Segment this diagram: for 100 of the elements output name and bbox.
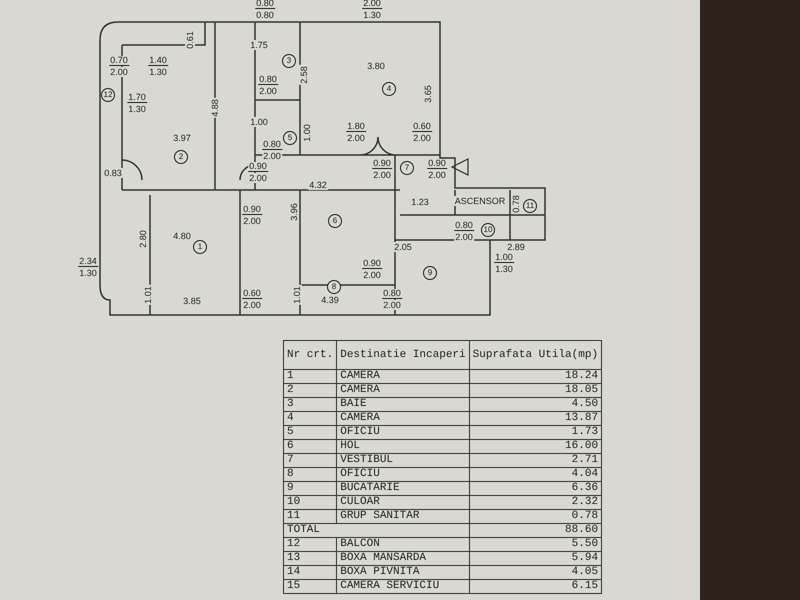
dimension-text: 1.75 xyxy=(249,40,269,50)
table-cell: 13 xyxy=(284,552,337,566)
table-cell: CULOAR xyxy=(336,496,470,510)
table-cell: 88.60 xyxy=(469,524,602,538)
table-cell: 18.05 xyxy=(469,384,602,398)
dimension-text: 4.32 xyxy=(308,180,328,190)
dimension-text: 0.90 xyxy=(362,259,382,269)
dimension-text: 1.80 xyxy=(346,122,366,132)
dimension-text: 2.00 xyxy=(248,173,268,183)
table-cell: 1.73 xyxy=(469,426,602,440)
table-cell: 16.00 xyxy=(469,440,602,454)
dimension-text: 2.00 xyxy=(454,232,474,242)
dimension-text: 0.83 xyxy=(103,168,123,178)
dimension-text: 2.00 xyxy=(242,300,262,310)
dimension-text: 0.80 xyxy=(262,140,282,150)
table-cell: CAMERA SERVICIU xyxy=(336,580,470,594)
dimension-text: 0.80 xyxy=(382,289,402,299)
dimension-text: 1.00 xyxy=(302,123,312,143)
dimension-text: 3.65 xyxy=(423,84,433,104)
dimension-text: 0.90 xyxy=(427,159,447,169)
table-cell: 0.78 xyxy=(469,510,602,524)
dimension-text: 2.89 xyxy=(506,242,526,252)
table-cell: 15 xyxy=(284,580,337,594)
table-header-cell: Destinatie Incaperi xyxy=(336,340,470,370)
dimension-text: 0.90 xyxy=(372,159,392,169)
table-cell: 9 xyxy=(284,482,337,496)
dimension-text: 0.78 xyxy=(511,194,521,214)
table-cell: CAMERA xyxy=(336,412,470,426)
dimension-text: 1.30 xyxy=(494,264,514,274)
dimension-text: 3.97 xyxy=(172,133,192,143)
dimension-text: 1.00 xyxy=(249,117,269,127)
table-cell: BUCATARIE xyxy=(336,482,470,496)
table-cell: 4 xyxy=(284,412,337,426)
dimension-text: 2.00 xyxy=(372,170,392,180)
dimension-text: 1.70 xyxy=(127,93,147,103)
dimension-text: 0.90 xyxy=(248,162,268,172)
table-cell: BOXA MANSARDA xyxy=(336,552,470,566)
table-cell: 4.50 xyxy=(469,398,602,412)
table-cell: 11 xyxy=(284,510,337,524)
table-cell: OFICIU xyxy=(336,468,470,482)
table-header-cell: Nr crt. xyxy=(284,340,337,370)
table-cell: 6.36 xyxy=(469,482,602,496)
table-cell: BOXA PIVNITA xyxy=(336,566,470,580)
dimension-text: 2.00 xyxy=(382,300,402,310)
dimension-text: 1.30 xyxy=(148,67,168,77)
table-cell: 4.05 xyxy=(469,566,602,580)
dimension-text: 2.00 xyxy=(362,270,382,280)
table-cell: 3 xyxy=(284,398,337,412)
table-cell: 8 xyxy=(284,468,337,482)
table-cell: 6 xyxy=(284,440,337,454)
dimension-text: 2.00 xyxy=(412,133,432,143)
dimension-text: 1.40 xyxy=(148,56,168,66)
dimension-text: 1.00 xyxy=(494,253,514,263)
dimension-text: 0.61 xyxy=(185,30,195,50)
table-cell: BALCON xyxy=(336,538,470,552)
dimension-text: 2.00 xyxy=(258,86,278,96)
dimension-text: 1.30 xyxy=(78,268,98,278)
dimension-text: 2.05 xyxy=(393,242,413,252)
dimension-text: 2.00 xyxy=(427,170,447,180)
table-cell: 10 xyxy=(284,496,337,510)
dimension-text: 1.30 xyxy=(362,10,382,20)
table-cell: 12 xyxy=(284,538,337,552)
dimension-text: 0.90 xyxy=(242,205,262,215)
table-cell: 18.24 xyxy=(469,370,602,384)
dimension-text: 1.23 xyxy=(410,197,430,207)
dimension-text: 4.39 xyxy=(320,295,340,305)
dimension-text: 0.80 xyxy=(255,0,275,9)
dimension-text: 0.60 xyxy=(412,122,432,132)
table-cell: 2.32 xyxy=(469,496,602,510)
dimension-text: 3.80 xyxy=(366,61,386,71)
dimension-text: 0.80 xyxy=(454,221,474,231)
dimension-text: 1.01 xyxy=(292,285,302,305)
table-cell: 14 xyxy=(284,566,337,580)
dimension-text: 1.01 xyxy=(143,285,153,305)
table-cell: 7 xyxy=(284,454,337,468)
table-cell: 2 xyxy=(284,384,337,398)
table-cell: 6.15 xyxy=(469,580,602,594)
table-cell: 2.71 xyxy=(469,454,602,468)
dimension-text: 3.96 xyxy=(289,202,299,222)
table-cell: GRUP SANITAR xyxy=(336,510,470,524)
table-cell: VESTIBUL xyxy=(336,454,470,468)
table-cell: 4.04 xyxy=(469,468,602,482)
dimension-text: 0.80 xyxy=(258,75,278,85)
dimension-text: 2.00 xyxy=(109,67,129,77)
table-cell: OFICIU xyxy=(336,426,470,440)
dimension-text: 2.00 xyxy=(362,0,382,9)
dimension-text: 4.80 xyxy=(172,231,192,241)
table-cell: BAIE xyxy=(336,398,470,412)
table-cell: CAMERA xyxy=(336,384,470,398)
table-header-cell: Suprafata Utila(mp) xyxy=(469,340,602,370)
dimension-text: 0.70 xyxy=(109,56,129,66)
table-cell: HOL xyxy=(336,440,470,454)
dimension-text: 1.30 xyxy=(127,104,147,114)
dimension-text: 2.58 xyxy=(299,65,309,85)
dimension-text: 2.80 xyxy=(138,229,148,249)
table-cell: TOTAL xyxy=(284,524,470,538)
dimension-text: 2.00 xyxy=(346,133,366,143)
dimension-text: 4.88 xyxy=(210,98,220,118)
dimension-text: 2.34 xyxy=(78,257,98,267)
dimension-text: 0.80 xyxy=(255,10,275,20)
